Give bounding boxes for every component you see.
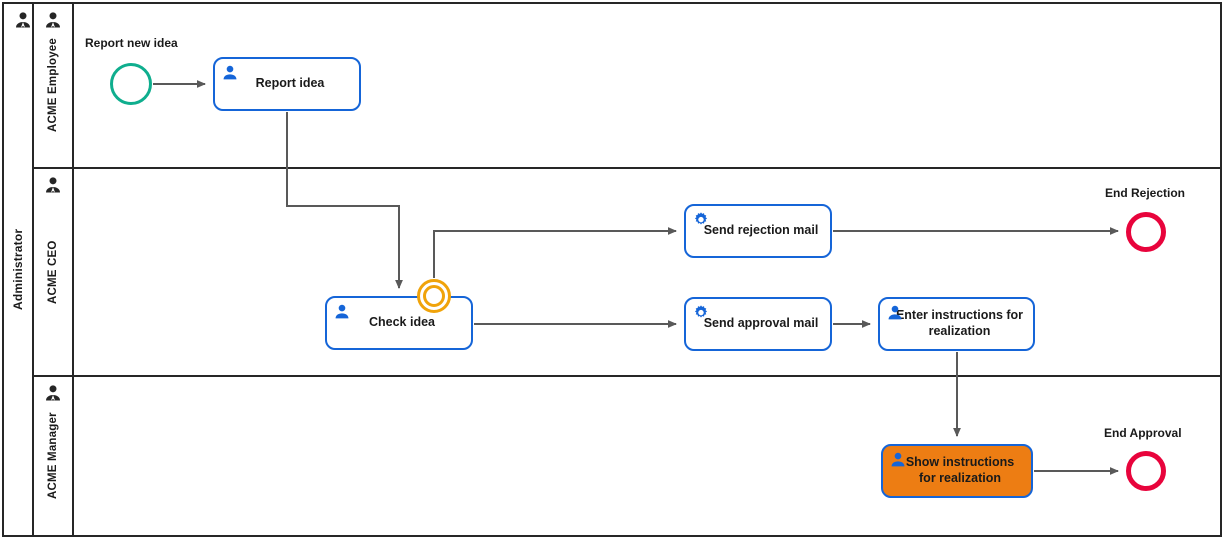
task-enter-instructions-for-realization[interactable]: Enter instructions for realization — [878, 297, 1035, 351]
lane-header-acme-manager[interactable]: ACME Manager — [34, 377, 74, 535]
boundary-event-check-idea[interactable] — [417, 279, 451, 313]
task-label: Check idea — [368, 315, 435, 330]
end-event-rejection[interactable] — [1126, 212, 1166, 252]
user-task-icon — [888, 305, 902, 320]
task-send-approval-mail[interactable]: Send approval mail — [684, 297, 832, 351]
lane-header-acme-employee[interactable]: ACME Employee — [34, 4, 74, 167]
pool-label: Administrator — [11, 228, 25, 311]
boundary-event-inner-ring — [423, 285, 445, 307]
lane-label-acme-employee: ACME Employee — [47, 38, 59, 133]
pool-header[interactable]: Administrator — [4, 4, 34, 535]
lane-acme-employee[interactable]: ACME Employee — [34, 4, 1220, 167]
end-approval-label: End Approval — [1104, 426, 1182, 440]
start-event-label: Report new idea — [85, 36, 178, 50]
pool-administrator[interactable]: Administrator ACME Employee A — [2, 2, 1222, 537]
lane-acme-manager[interactable]: ACME Manager — [34, 375, 1220, 535]
service-task-icon — [694, 212, 708, 225]
person-icon — [46, 177, 60, 193]
task-label: Show instructions for realization — [905, 455, 1015, 485]
person-icon — [16, 12, 30, 28]
end-event-approval[interactable] — [1126, 451, 1166, 491]
user-task-icon — [891, 452, 905, 467]
task-show-instructions-for-realization[interactable]: Show instructions for realization — [881, 444, 1033, 498]
end-rejection-label: End Rejection — [1105, 186, 1186, 200]
start-event-report-new-idea[interactable] — [110, 63, 152, 105]
user-task-icon — [335, 304, 349, 319]
service-task-icon — [694, 305, 708, 318]
task-label: Send approval mail — [703, 316, 819, 331]
lane-label-acme-ceo: ACME CEO — [47, 240, 59, 304]
user-task-icon — [223, 65, 237, 80]
lane-acme-ceo[interactable]: ACME CEO — [34, 167, 1220, 375]
task-label: Report idea — [255, 76, 325, 91]
lane-label-acme-manager: ACME Manager — [47, 412, 59, 500]
task-label: Enter instructions for realization — [895, 308, 1024, 338]
task-send-rejection-mail[interactable]: Send rejection mail — [684, 204, 832, 258]
person-icon — [46, 12, 60, 28]
person-icon — [46, 385, 60, 401]
task-label: Send rejection mail — [703, 223, 819, 238]
lane-header-acme-ceo[interactable]: ACME CEO — [34, 169, 74, 375]
task-check-idea[interactable]: Check idea — [325, 296, 473, 350]
task-report-idea[interactable]: Report idea — [213, 57, 361, 111]
